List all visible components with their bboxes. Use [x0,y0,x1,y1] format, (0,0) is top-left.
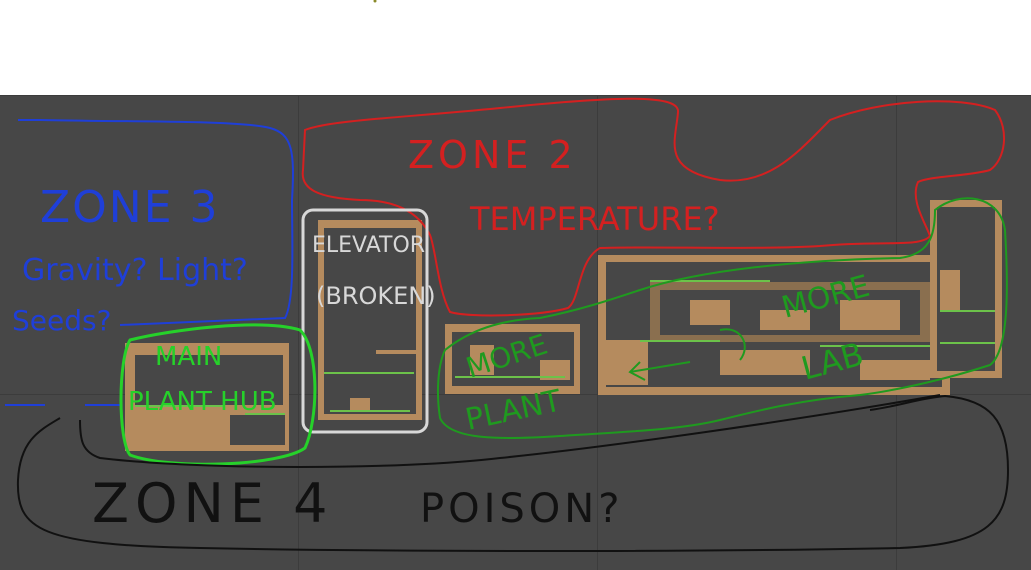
zone4-subtitle: POISON? [420,486,623,532]
main-plant-hub-line2: PLANT HUB [128,387,277,417]
marker-dot [373,0,377,3]
zone4-title: ZONE 4 [92,472,334,535]
toolbar-area [0,0,1031,95]
elevator-line1: ELEVATOR [312,233,425,258]
zone3-line2: Seeds? [12,304,111,337]
lab-area [598,255,950,395]
zone4-annotation: ZONE 4 POISON? [16,394,1010,552]
elevator-shaft [318,220,422,420]
zone2-annotation: ZONE 2 TEMPERATURE? [301,97,1006,317]
zone3-line1: Gravity? Light? [22,253,248,288]
main-plant-hub-line1: MAIN [155,342,222,372]
elevator-annotation: ELEVATOR (BROKEN) [301,208,436,434]
zone2-subtitle: TEMPERATURE? [469,200,720,238]
elevator-line2: (BROKEN) [316,282,436,310]
right-tower [930,200,1002,378]
zone3-title: ZONE 3 [40,182,219,233]
main-plant-hub-annotation: MAIN PLANT HUB [119,323,317,466]
zone3-annotation: ZONE 3 Gravity? Light? Seeds? [5,119,294,406]
main-plant-hub-room [125,343,289,451]
zone2-title: ZONE 2 [408,133,577,177]
